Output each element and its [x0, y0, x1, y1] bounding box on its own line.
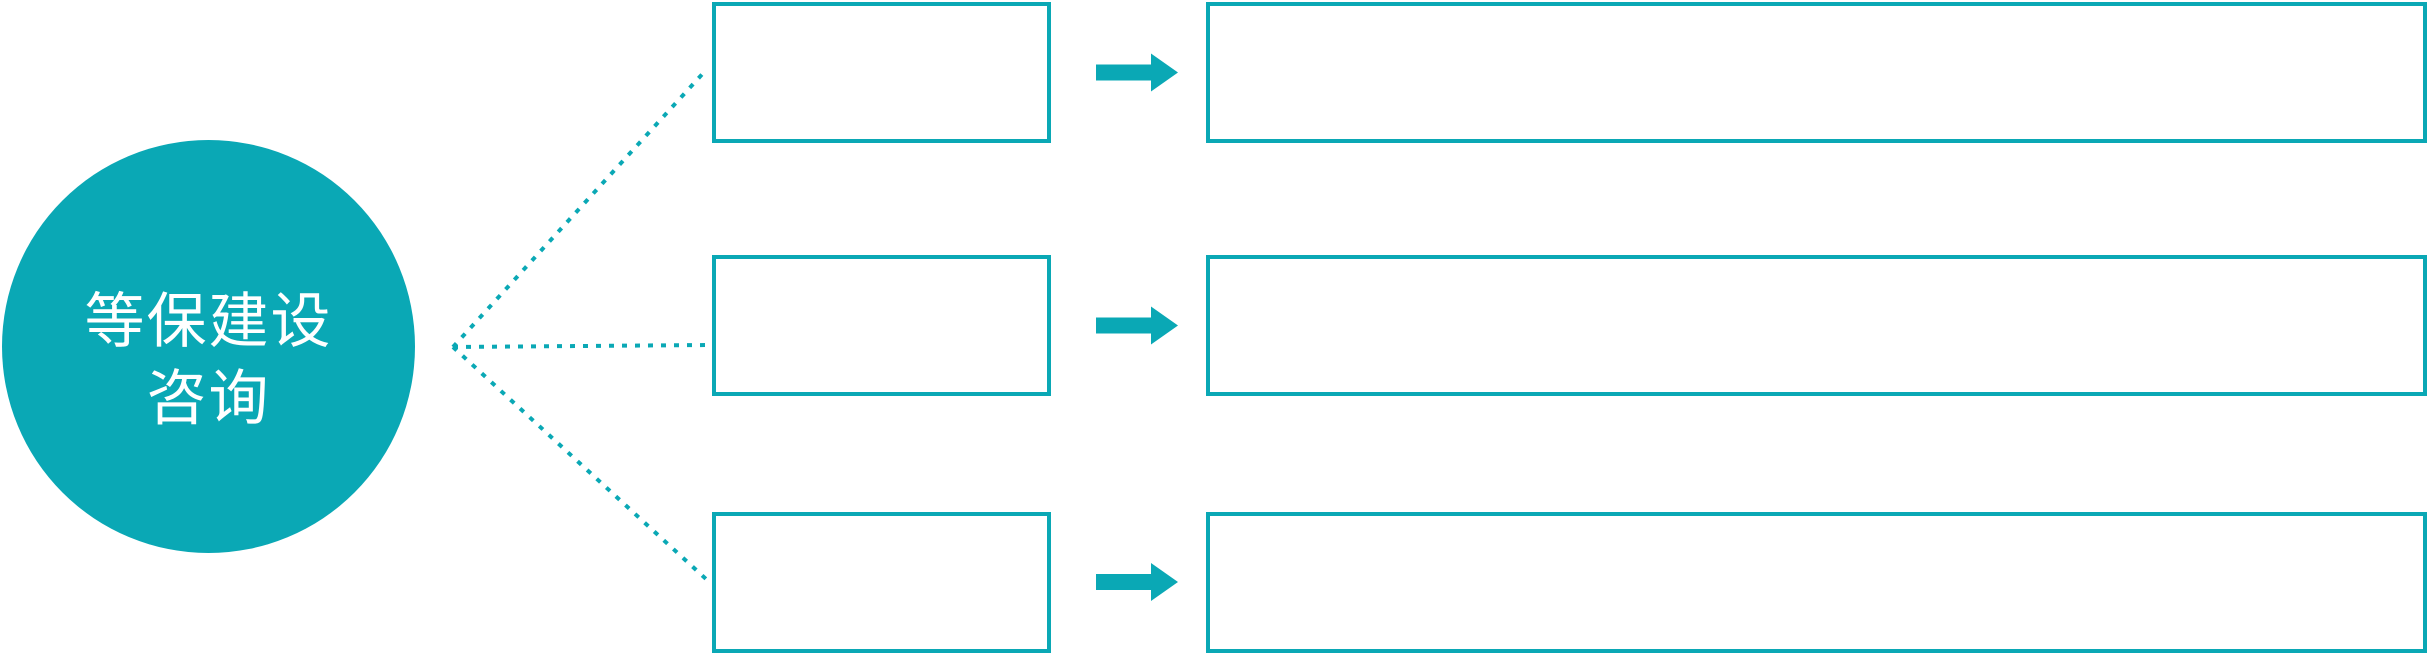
detail-box-2	[1206, 255, 2427, 396]
arrow-right-icon	[1096, 306, 1178, 345]
category-box-1	[712, 2, 1051, 143]
hub-label-line2: 咨询	[146, 364, 271, 432]
dotted-connector-bottom	[451, 345, 708, 581]
dotted-connector-middle	[452, 343, 709, 349]
hub-label-line1: 等保建设	[84, 287, 333, 355]
hub-label: 等保建设 咨询	[85, 283, 333, 437]
arrow-right-icon	[1096, 563, 1178, 601]
hub-circle: 等保建设 咨询	[2, 140, 415, 553]
dotted-connector-top	[451, 68, 708, 349]
detail-box-1	[1206, 2, 2427, 143]
category-box-3	[712, 512, 1051, 653]
detail-box-3	[1206, 512, 2427, 653]
category-box-2	[712, 255, 1051, 396]
arrow-right-icon	[1096, 53, 1178, 92]
